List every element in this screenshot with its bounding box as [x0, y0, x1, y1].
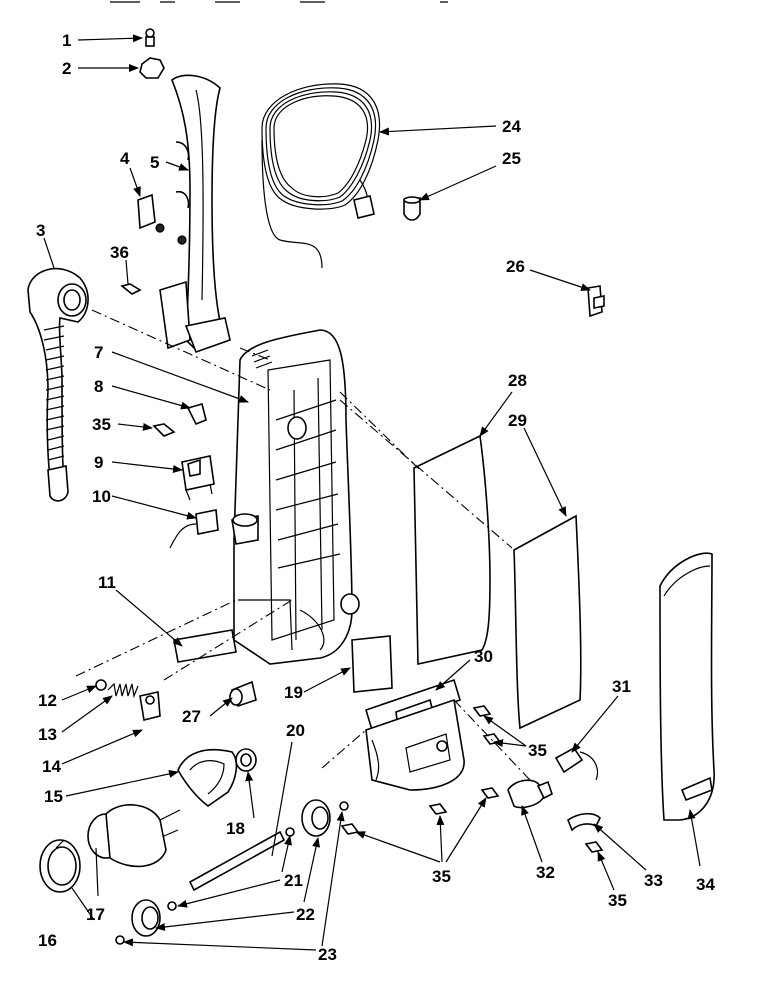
label-36: 36	[110, 243, 129, 262]
label-34: 34	[696, 875, 715, 894]
part-screw-35-d	[584, 841, 604, 853]
part-washer-12	[95, 679, 107, 691]
label-13: 13	[38, 725, 57, 744]
part-27	[229, 680, 257, 708]
label-31: 31	[612, 677, 631, 696]
label-11: 11	[98, 573, 116, 592]
label-27: 27	[182, 707, 201, 726]
label-18: 18	[226, 819, 245, 838]
label-4: 4	[120, 149, 130, 168]
label-3: 3	[36, 221, 45, 240]
label-25: 25	[502, 149, 521, 168]
label-7: 7	[94, 343, 103, 362]
part-screw-36	[120, 283, 142, 295]
part-8	[186, 403, 207, 426]
callout-labels: 1 2 3 4 5 36 7 8 35 9 10 11 12 13 14 15 …	[36, 31, 715, 964]
label-24: 24	[502, 117, 521, 136]
label-35-b: 35	[528, 741, 547, 760]
label-30: 30	[474, 647, 493, 666]
part-hood-34	[659, 552, 715, 821]
label-29: 29	[508, 411, 527, 430]
label-22: 22	[296, 905, 315, 924]
part-bulb-32	[507, 779, 553, 809]
label-16: 16	[38, 931, 57, 950]
part-panel-28	[413, 434, 491, 665]
part-latch-14	[139, 691, 161, 721]
part-18	[235, 748, 257, 772]
part-switch-10	[169, 509, 219, 549]
label-14: 14	[42, 757, 61, 776]
part-wheel-22-b	[131, 899, 161, 937]
label-17: 17	[86, 905, 105, 924]
label-10: 10	[92, 487, 111, 506]
label-9: 9	[94, 453, 103, 472]
part-ring-16	[39, 839, 81, 893]
label-5: 5	[150, 153, 159, 172]
part-axle-20	[188, 830, 286, 892]
label-1: 1	[62, 31, 71, 50]
label-2: 2	[62, 59, 71, 78]
part-lens-33	[567, 812, 601, 832]
part-bag-29	[513, 514, 582, 730]
label-15: 15	[44, 787, 63, 806]
part-spring-13	[107, 682, 139, 699]
part-motor-housing	[365, 698, 465, 791]
part-power-cord-24	[261, 83, 381, 269]
part-socket-31	[554, 746, 599, 781]
label-23: 23	[318, 945, 337, 964]
label-19: 19	[284, 683, 303, 702]
part-screws-35-c	[340, 787, 500, 835]
label-35-d: 35	[608, 891, 627, 910]
label-33: 33	[644, 871, 663, 890]
part-motor-17	[87, 804, 181, 868]
label-20: 20	[286, 721, 305, 740]
part-handle-5	[159, 74, 231, 354]
label-35-c: 35	[432, 867, 451, 886]
part-15	[177, 748, 238, 807]
label-32: 32	[536, 863, 555, 882]
leader-lines	[43, 34, 701, 951]
label-12: 12	[38, 691, 57, 710]
assembly-lines	[75, 309, 531, 781]
part-main-body-7	[231, 329, 360, 665]
label-21: 21	[284, 871, 303, 890]
part-nut-2	[139, 57, 165, 79]
part-filter-11	[173, 629, 237, 663]
part-hose-3	[27, 267, 89, 502]
label-8: 8	[94, 377, 103, 396]
part-bracket-4	[137, 193, 187, 245]
label-26: 26	[506, 257, 525, 276]
part-switch-9	[181, 455, 215, 501]
part-screw-35-a	[152, 423, 176, 437]
label-35-a: 35	[92, 415, 111, 434]
part-clip-26	[587, 285, 605, 318]
part-cap-25	[403, 196, 421, 221]
label-28: 28	[508, 371, 527, 390]
part-wheel-22-a	[301, 799, 331, 837]
part-screw-1	[145, 28, 155, 47]
part-filter-19	[351, 635, 393, 693]
